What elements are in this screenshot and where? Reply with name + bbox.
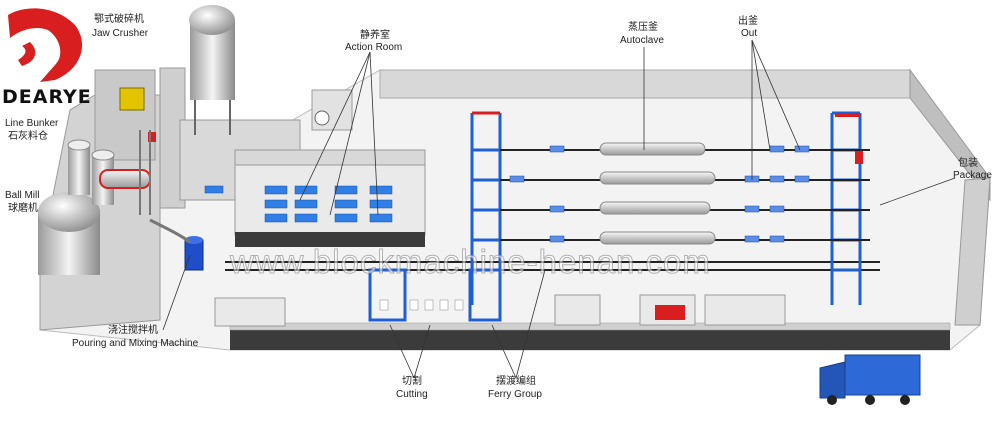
- line-bunker-label-en: Line Bunker: [5, 118, 59, 129]
- delivery-truck: [819, 354, 921, 405]
- cutting-frames: [368, 268, 502, 322]
- ball-mill-label-en: Ball Mill: [5, 190, 40, 201]
- ferry-label-en: Ferry Group: [488, 389, 542, 400]
- out-label-cn: 出釜: [738, 16, 758, 27]
- brand-logo-mark: [8, 8, 83, 82]
- right-wall: [909, 68, 991, 202]
- cutting-label-en: Cutting: [396, 389, 428, 400]
- out-label-en: Out: [741, 28, 758, 39]
- action-room-carts: [204, 185, 393, 223]
- action-room-label-cn: 静养室: [360, 30, 390, 41]
- red-tank: [655, 305, 685, 320]
- right-wall-lower: [954, 177, 991, 326]
- watermark-text: www.blockmachine-henan.com: [230, 243, 711, 281]
- autoclave-label-en: Autoclave: [620, 35, 664, 46]
- front-wall: [230, 330, 950, 350]
- package-label-en: Package: [953, 170, 992, 181]
- pouring-label-en: Pouring and Mixing Machine: [72, 338, 199, 349]
- action-room: [234, 149, 426, 247]
- ferry-label-cn: 摆渡编组: [496, 376, 536, 387]
- red-marker-2: [855, 150, 863, 164]
- left-wall-block: [94, 69, 156, 161]
- autoclave-tanks: [599, 142, 716, 245]
- brand-logo-text: DEARYE: [2, 86, 92, 108]
- crusher-label-cn: 鄂式破碎机: [94, 14, 144, 25]
- crusher-label-en: Jaw Crusher: [92, 28, 149, 39]
- red-marker-3: [835, 113, 860, 117]
- autoclave-label-cn: 蒸压釜: [628, 22, 658, 33]
- silo-dome: [189, 5, 235, 35]
- ball-mill-drum: [99, 169, 151, 189]
- pouring-mixer: [184, 239, 204, 271]
- cutting-label-cn: 切割: [402, 376, 422, 387]
- line-bunker-label-cn: 石灰料仓: [8, 131, 48, 142]
- silo-dome-left: [38, 192, 100, 232]
- red-marker-1: [148, 132, 156, 142]
- transfer-rails: [225, 261, 880, 271]
- pouring-label-cn: 浇注搅拌机: [108, 325, 158, 336]
- action-room-label-en: Action Room: [345, 42, 403, 53]
- crusher-machine: [119, 87, 145, 111]
- leader-lines: [162, 39, 956, 379]
- ball-mill-label-cn: 球磨机: [8, 203, 38, 214]
- bucket-elevator: [139, 130, 151, 215]
- cutting-blocks: [379, 299, 464, 311]
- package-label-cn: 包装: [958, 158, 978, 169]
- back-wall: [379, 69, 911, 99]
